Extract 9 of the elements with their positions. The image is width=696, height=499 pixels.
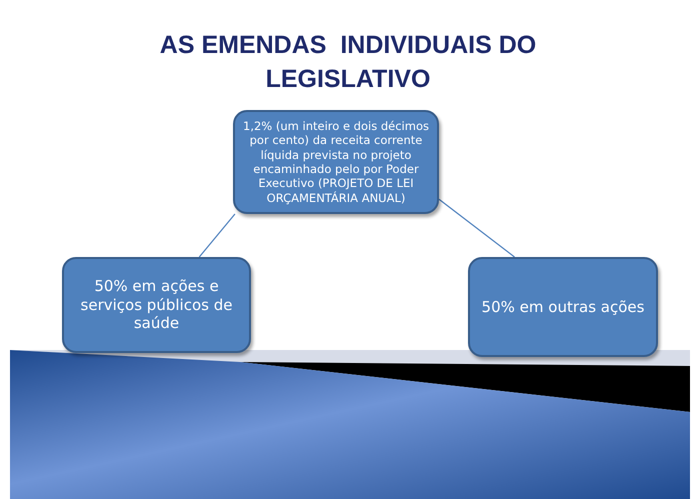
box-text: 50% em outras ações xyxy=(482,298,644,316)
text-box xyxy=(468,257,658,357)
title: AS EMENDAS INDIVIDUAIS DO LEGISLATIVO xyxy=(158,30,538,95)
connector-line xyxy=(438,198,515,258)
box-text: 50% em ações e serviços públicos de saúde xyxy=(80,276,234,334)
text-box xyxy=(233,110,439,214)
box-text: 1,2% (um inteiro e dois décimos por cento) da receita corrente líquida prevista no projeto encaminhado pelo por Poder Executivo (PROJETO DE LEI ORÇAMENTÁRIA ANUAL) xyxy=(242,118,430,206)
connector-line xyxy=(198,214,236,258)
text-box xyxy=(62,257,251,353)
